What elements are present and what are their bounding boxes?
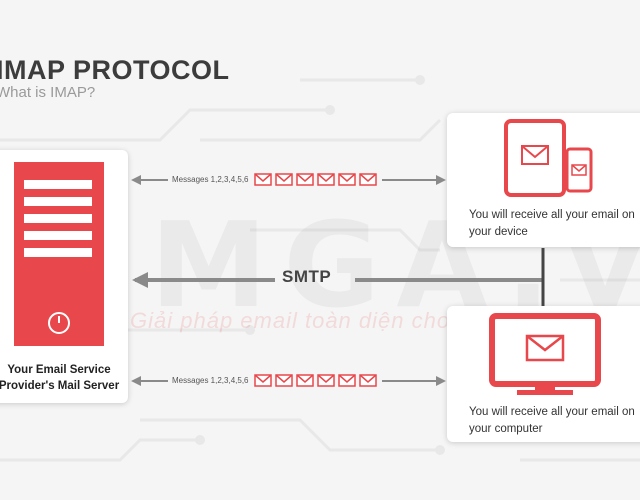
computer-caption-line2: your computer (469, 423, 543, 435)
server-label-line2: Provider's Mail Server (0, 380, 120, 392)
envelope-icon (338, 374, 356, 387)
computer-card: You will receive all your email on your … (447, 306, 640, 442)
envelope-icon (359, 374, 377, 387)
server-label-line1: Your Email Service (7, 364, 111, 376)
envelope-icon (359, 173, 377, 186)
envelope-icon (296, 374, 314, 387)
computer-caption-line1: You will receive all your email on (469, 406, 635, 418)
top-envelopes (254, 173, 377, 186)
smtp-label: SMTP (282, 267, 332, 286)
tablet-icon (504, 119, 566, 197)
envelope-icon (254, 173, 272, 186)
mail-server-card: Your Email Service Provider's Mail Serve… (0, 150, 128, 403)
top-messages-label: Messages 1,2,3,4,5,6 (172, 175, 249, 184)
envelope-icon (317, 173, 335, 186)
envelope-icon (275, 173, 293, 186)
envelope-icon (296, 173, 314, 186)
page-title: IMAP PROTOCOL (0, 55, 230, 85)
device-caption-line2: your device (469, 226, 528, 238)
phone-icon (565, 147, 593, 193)
page-subtitle: What is IMAP? (0, 84, 96, 101)
server-icon (14, 162, 104, 346)
envelope-icon (275, 374, 293, 387)
device-card: You will receive all your email on your … (447, 113, 640, 247)
bottom-messages-label: Messages 1,2,3,4,5,6 (172, 376, 249, 385)
computer-caption: You will receive all your email on your … (469, 404, 635, 438)
envelope-icon (338, 173, 356, 186)
device-illustration (504, 119, 593, 197)
smtp-arrow (132, 248, 545, 306)
device-caption: You will receive all your email on your … (469, 207, 635, 241)
monitor-icon (489, 313, 601, 395)
bottom-envelopes (254, 374, 377, 387)
device-caption-line1: You will receive all your email on (469, 209, 635, 221)
envelope-icon (317, 374, 335, 387)
envelope-icon (254, 374, 272, 387)
server-label: Your Email Service Provider's Mail Serve… (0, 362, 128, 394)
